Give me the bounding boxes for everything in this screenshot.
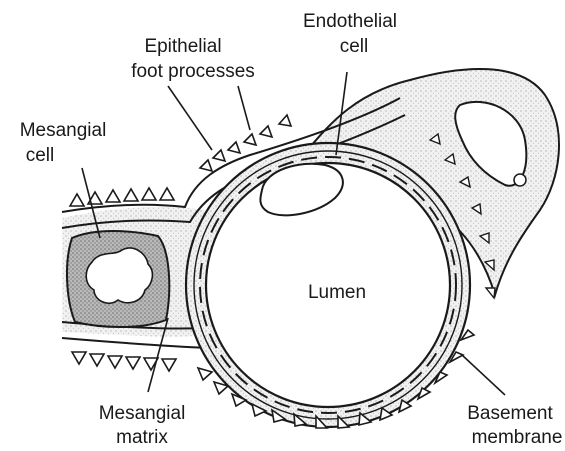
leader-epithelial-2: [238, 86, 250, 130]
label-basement-line1: Basement: [467, 403, 553, 424]
leader-basement: [462, 355, 505, 395]
label-mesangial-matrix-line1: Mesangial: [99, 403, 186, 424]
endothelial-small-vacuole: [514, 174, 526, 186]
label-mesangial-cell-line2: cell: [26, 145, 55, 166]
label-epithelial-line2: foot processes: [131, 61, 255, 82]
label-mesangial-matrix-line2: matrix: [116, 427, 168, 448]
leader-epithelial-1: [168, 86, 212, 150]
label-endothelial-line1: Endothelial: [303, 11, 397, 32]
label-lumen: Lumen: [308, 282, 366, 303]
label-mesangial-cell-line1: Mesangial: [20, 120, 107, 141]
label-basement-line2: membrane: [472, 427, 563, 448]
label-epithelial-line1: Epithelial: [144, 36, 221, 57]
label-endothelial-line2: cell: [340, 36, 369, 57]
lower-membrane-band-outer: [62, 338, 210, 348]
